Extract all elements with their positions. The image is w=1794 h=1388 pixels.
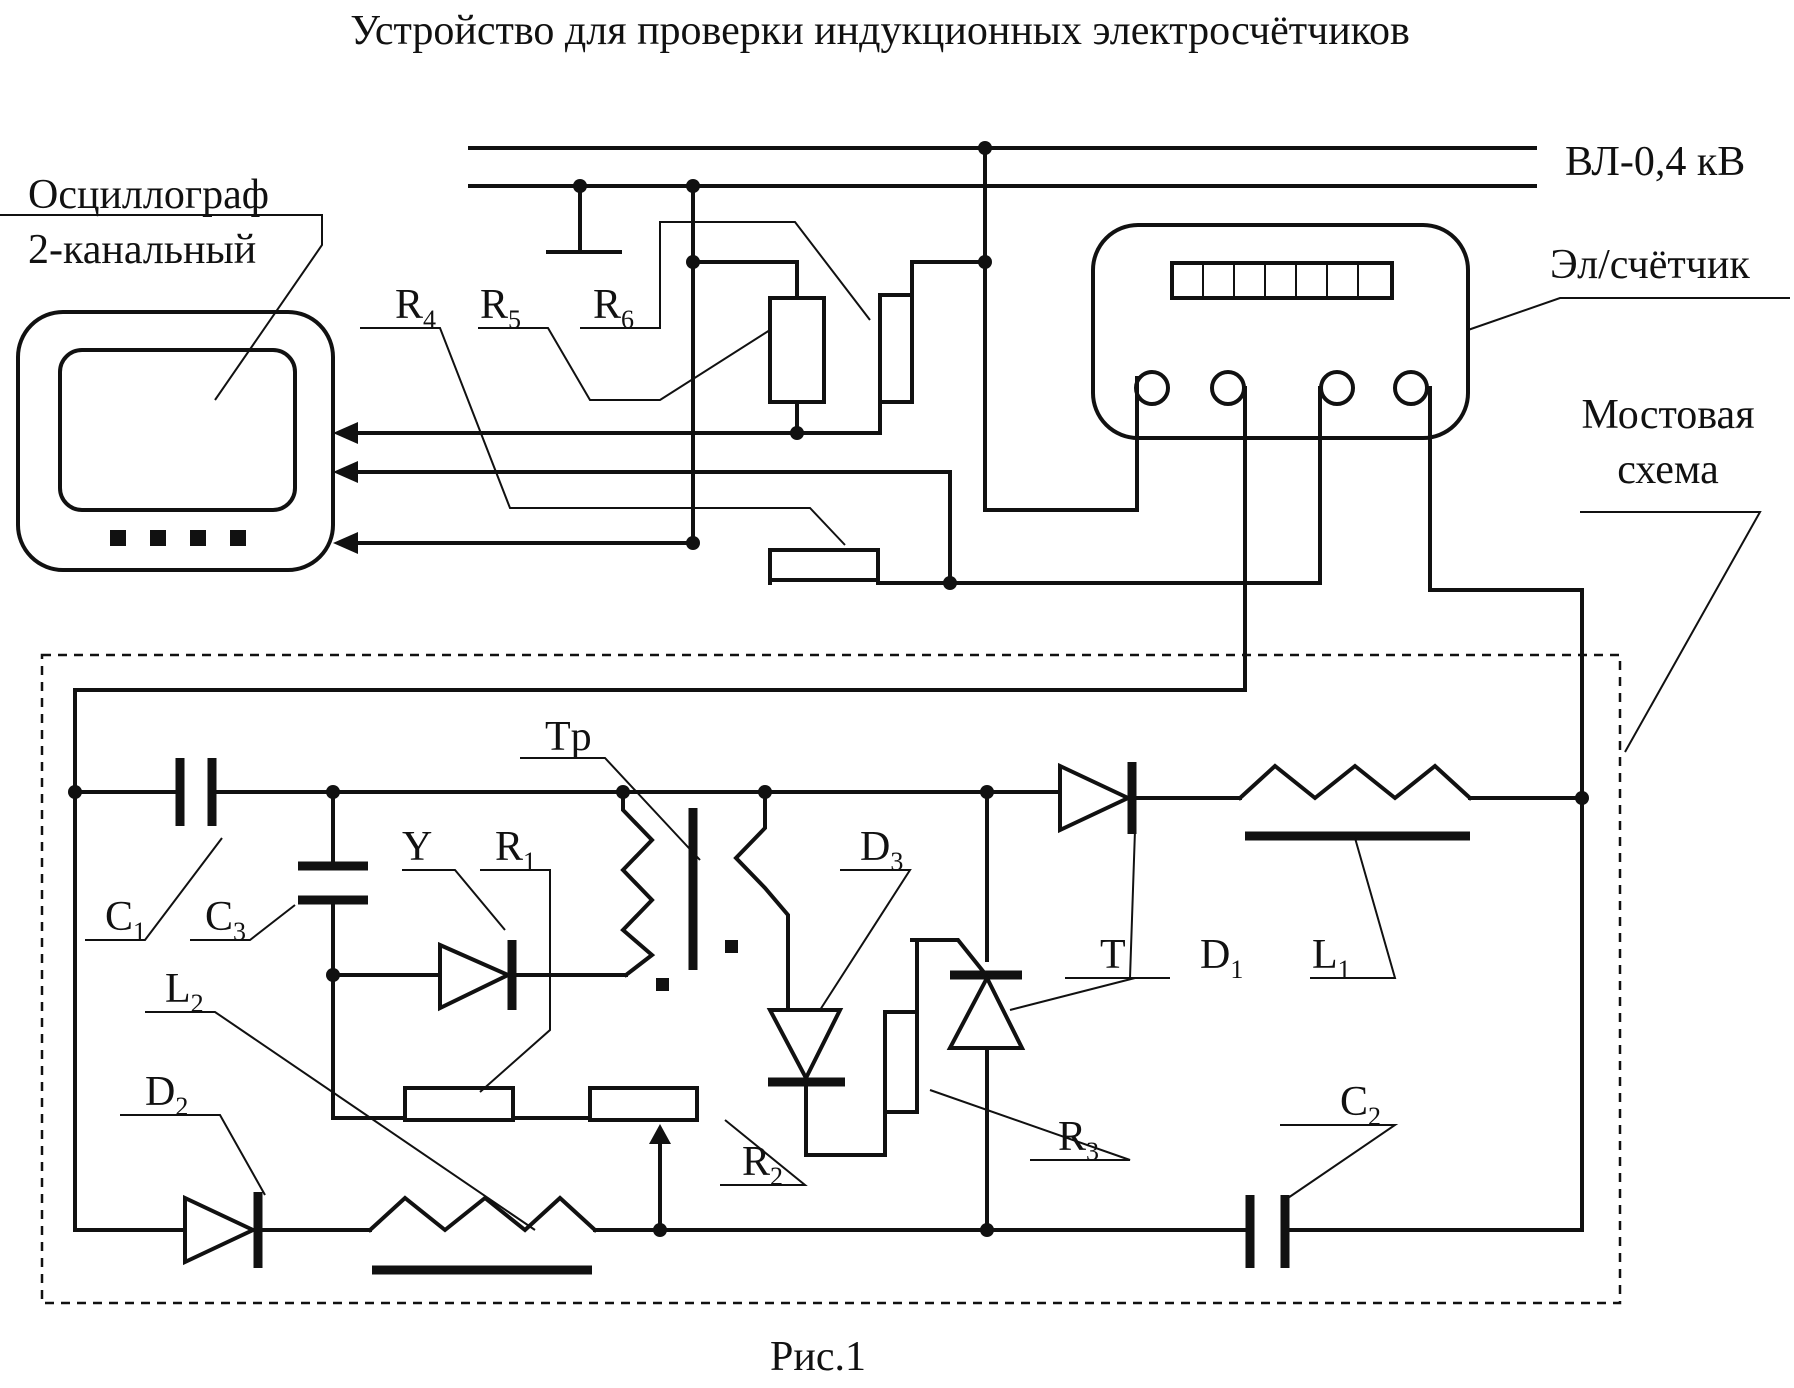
- label-d2: D2: [145, 1069, 188, 1121]
- bridge-label-line2: схема: [1617, 447, 1719, 493]
- osc-button-4: [230, 530, 246, 546]
- oscilloscope: Осциллограф 2-канальный: [0, 172, 335, 572]
- resistor-network: R4 R5 R6: [360, 179, 992, 590]
- bridge-label-line1: Мостовая: [1581, 392, 1754, 438]
- resistor-r1: [403, 1086, 515, 1122]
- resistor-r5: [768, 296, 826, 404]
- osc-button-1: [110, 530, 126, 546]
- label-r6: R6: [593, 282, 634, 334]
- meter-terminal-4: [1393, 370, 1429, 406]
- label-r1: R1: [495, 824, 536, 876]
- leader-lines: [85, 757, 1399, 1231]
- diagram-title: Устройство для проверки индукционных эле…: [350, 8, 1410, 54]
- oscilloscope-label-line2: 2-канальный: [28, 227, 256, 273]
- osc-button-2: [150, 530, 166, 546]
- resistor-r2: [588, 1086, 699, 1122]
- label-c1: C1: [105, 894, 146, 946]
- label-r3: R3: [1058, 1114, 1099, 1166]
- ground-symbol: [546, 179, 622, 254]
- label-d1: D1: [1200, 932, 1243, 984]
- resistor-r3: [883, 1010, 919, 1114]
- label-l1: L1: [1312, 932, 1351, 984]
- resistor-r6: [878, 293, 914, 404]
- meter-terminal-3: [1319, 370, 1355, 406]
- label-y: Y: [402, 824, 432, 870]
- power-line: ВЛ-0,4 кВ: [468, 139, 1745, 188]
- label-d3: D3: [860, 824, 903, 876]
- oscilloscope-label-line1: Осциллограф: [28, 172, 269, 218]
- label-r5: R5: [480, 282, 521, 334]
- meter-terminal-1: [1134, 370, 1170, 406]
- label-t: T: [1100, 932, 1126, 978]
- meter-terminal-2: [1210, 370, 1246, 406]
- electricity-meter: Эл/счётчик: [73, 141, 1790, 1232]
- label-tp: Tp: [545, 714, 592, 760]
- oscilloscope-inputs: [333, 422, 952, 585]
- label-l2: L2: [165, 966, 204, 1018]
- osc-button-3: [190, 530, 206, 546]
- meter-label: Эл/счётчик: [1550, 242, 1750, 288]
- figure-caption: Рис.1: [770, 1334, 866, 1380]
- resistor-r4: [768, 548, 880, 582]
- power-line-label: ВЛ-0,4 кВ: [1565, 139, 1745, 185]
- label-r4: R4: [395, 282, 436, 334]
- bridge-circuit: [68, 758, 1589, 1275]
- bridge-circuit-boundary: [40, 653, 1622, 1305]
- meter-display: [1170, 261, 1394, 300]
- label-c3: C3: [205, 894, 246, 946]
- label-r2: R2: [742, 1139, 783, 1191]
- component-labels: Tp Y R1 D3 C1 C3 T D1 L1 L2 D2: [105, 714, 1381, 1191]
- label-c2: C2: [1340, 1079, 1381, 1131]
